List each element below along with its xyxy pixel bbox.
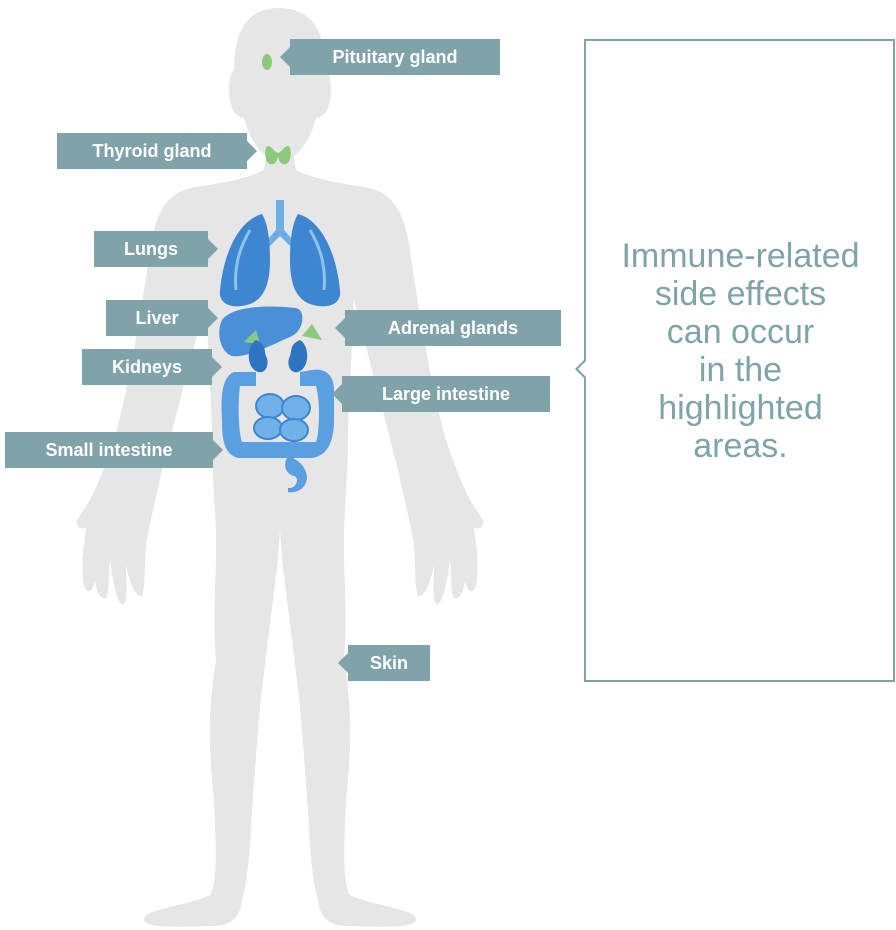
label-kidneys: Kidneys [82, 349, 212, 385]
label-small-intestine: Small intestine [5, 432, 213, 468]
label-liver: Liver [106, 300, 208, 336]
callout-line: can occur [586, 313, 895, 351]
label-thyroid-gland: Thyroid gland [57, 133, 247, 169]
callout-line: Immune-related [586, 237, 895, 275]
callout-text: Immune-related side effects can occur in… [586, 237, 895, 465]
callout-line: in the [586, 351, 895, 389]
label-skin: Skin [348, 645, 430, 681]
callout-line: areas. [586, 427, 895, 465]
callout-line: highlighted [586, 389, 895, 427]
callout-line: side effects [586, 275, 895, 313]
label-lungs: Lungs [94, 231, 208, 267]
pituitary-gland-shape [262, 54, 272, 70]
label-adrenal-glands: Adrenal glands [345, 310, 561, 346]
label-large-intestine: Large intestine [342, 376, 550, 412]
label-pituitary-gland: Pituitary gland [290, 39, 500, 75]
